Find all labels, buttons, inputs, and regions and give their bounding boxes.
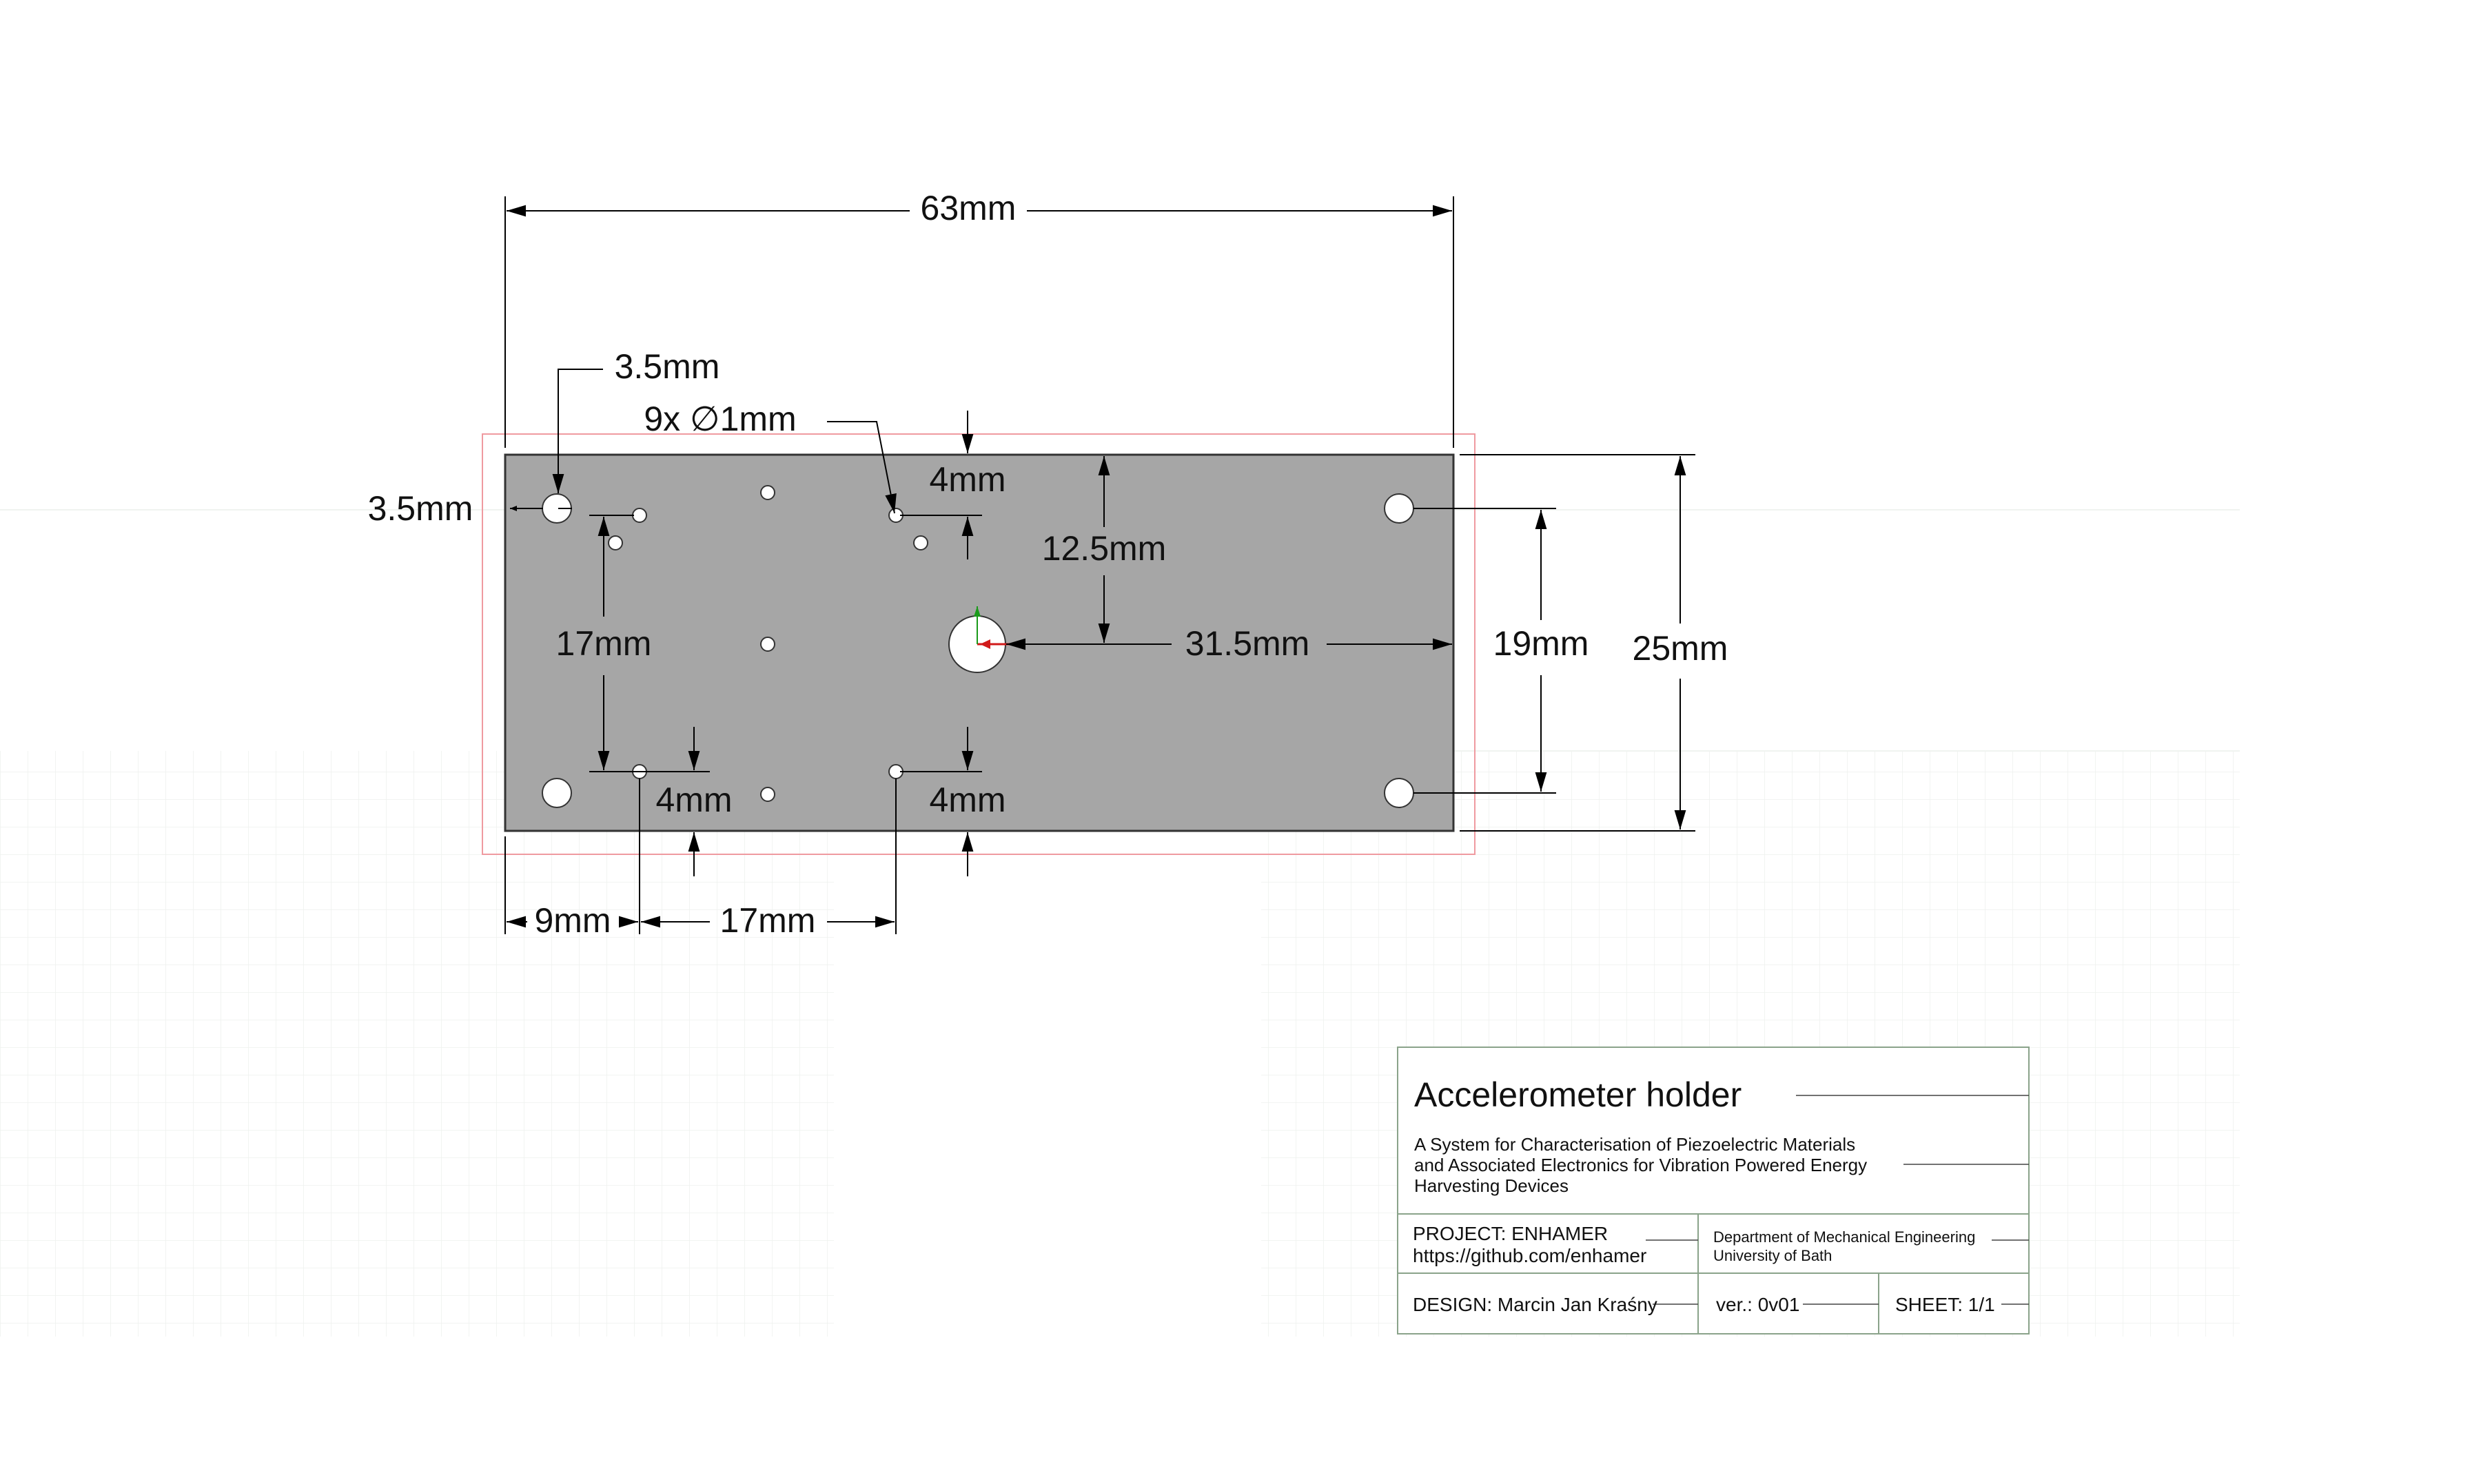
description-line-3: Harvesting Devices xyxy=(1414,1175,1569,1196)
description-line-2: and Associated Electronics for Vibration… xyxy=(1414,1155,1867,1175)
small-hole xyxy=(760,485,775,500)
leader-line xyxy=(552,369,603,493)
title-block: Accelerometer holder A System for Charac… xyxy=(1397,1047,2030,1334)
mounting-hole xyxy=(542,778,572,808)
small-hole xyxy=(913,535,928,550)
sheet-label: SHEET: 1/1 xyxy=(1895,1294,1995,1315)
dim-small-hole-note: 9x ∅1mm xyxy=(644,400,796,438)
dim-bottom-right: 4mm xyxy=(929,781,1005,819)
dim-bottom-left: 4mm xyxy=(655,781,732,819)
mounting-hole xyxy=(1384,778,1414,808)
dim-overall-width: 63mm xyxy=(921,189,1017,227)
dim-mount-span: 19mm xyxy=(1493,624,1589,663)
description-line-1: A System for Characterisation of Piezoel… xyxy=(1414,1134,1855,1155)
small-hole xyxy=(760,637,775,652)
design-label: DESIGN: Marcin Jan Kraśny xyxy=(1413,1294,1657,1315)
dim-left-offset: 9mm xyxy=(534,901,611,940)
organisation-line-1: Department of Mechanical Engineering xyxy=(1713,1228,1975,1246)
dimension-labels: 63mm 25mm 19mm 31.5mm 12.5mm 3.5mm 3.5mm… xyxy=(368,189,1728,940)
small-hole xyxy=(632,508,647,523)
dim-center-x: 31.5mm xyxy=(1185,624,1310,663)
selection-outline xyxy=(482,433,1476,855)
dim-center-y: 12.5mm xyxy=(1042,529,1167,568)
drawing-title: Accelerometer holder xyxy=(1414,1075,1742,1114)
leader-line xyxy=(827,421,897,514)
project-line-2: https://github.com/enhamer xyxy=(1413,1245,1646,1266)
project-line-1: PROJECT: ENHAMER xyxy=(1413,1223,1608,1244)
dim-overall-height: 25mm xyxy=(1633,629,1728,668)
organisation-line-2: University of Bath xyxy=(1713,1247,1832,1264)
small-hole xyxy=(608,535,623,550)
mounting-hole xyxy=(1384,493,1414,524)
holes xyxy=(542,485,1414,808)
version-label: ver.: 0v01 xyxy=(1716,1294,1799,1315)
dim-vertical-spacing: 17mm xyxy=(556,624,652,663)
dim-corner-x: 3.5mm xyxy=(368,489,473,528)
coordinate-axes-icon xyxy=(974,606,1012,649)
small-hole xyxy=(760,787,775,802)
dim-corner-y: 3.5mm xyxy=(615,347,720,386)
dim-horizontal-spacing: 17mm xyxy=(720,901,816,940)
dim-top-offset: 4mm xyxy=(929,460,1005,499)
